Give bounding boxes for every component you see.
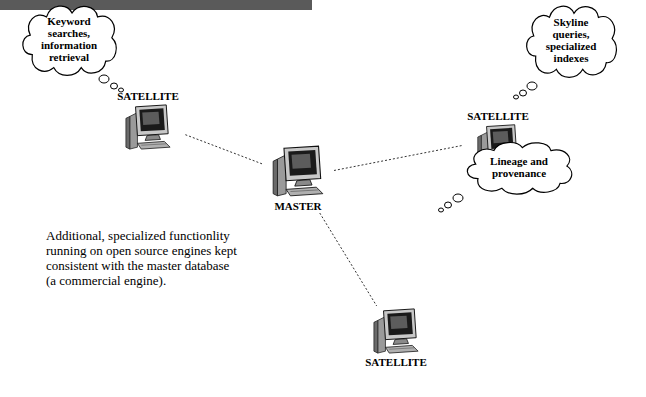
computer-icon — [124, 103, 172, 151]
computer-icon — [372, 306, 420, 356]
thought-cloud: Skyline queries, specialized indexes — [522, 0, 620, 80]
cloud-text: Lineage and provenance — [477, 155, 561, 179]
computer-node: MASTER — [262, 142, 334, 213]
computer-node: SATELLITE — [360, 306, 432, 369]
thought-bubbles — [99, 75, 537, 212]
note-text: Additional, specialized functionlity run… — [46, 228, 238, 288]
thought-cloud: Lineage and provenance — [462, 138, 576, 196]
computer-label: MASTER — [274, 200, 321, 213]
cloud-text: Skyline queries, specialized indexes — [537, 16, 605, 64]
computer-label: SATELLITE — [365, 356, 427, 369]
cloud-text: Keyword searches, information retrieval — [33, 15, 105, 63]
computer-label: SATELLITE — [117, 90, 179, 103]
thought-cloud: Keyword searches, information retrieval — [18, 0, 120, 78]
header-band — [0, 0, 312, 10]
computer-node: SATELLITE — [112, 90, 184, 151]
computer-icon — [271, 142, 325, 200]
dashed-connector — [184, 134, 262, 164]
computer-label: SATELLITE — [467, 110, 529, 123]
dashed-connector — [334, 146, 462, 171]
dashed-connector — [320, 213, 377, 306]
